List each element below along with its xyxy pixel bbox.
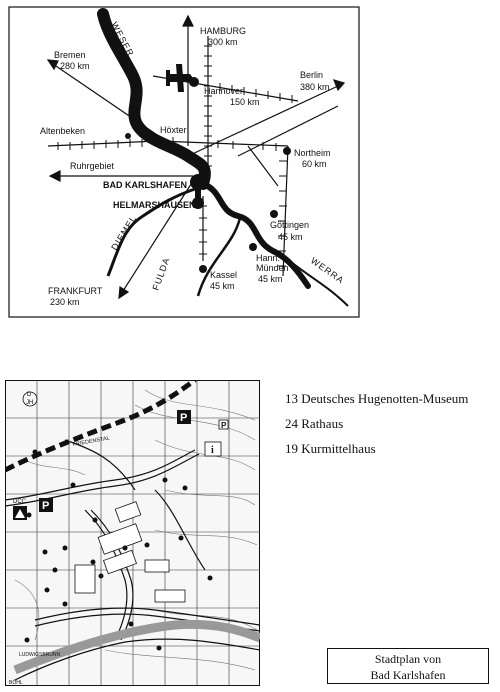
dh-label: D (27, 392, 32, 398)
arrow-frankfurt (118, 285, 130, 300)
label-muenden: Münden (256, 263, 289, 273)
region-map: HAMBURG 300 km Bremen 280 km Berlin 380 … (8, 6, 360, 318)
rail-ties (57, 45, 293, 267)
river-weser (13, 619, 260, 675)
label-helmarshausen: HELMARSHAUSEN (113, 200, 196, 210)
fulda-river (196, 217, 242, 297)
map-caption: Stadtplan von Bad Karlshafen (327, 648, 489, 684)
diemel-river (106, 186, 199, 277)
label-goettingen: Göttingen (270, 220, 309, 230)
city-map: FRIEDENSTAL LUDWIGSBRUNN BÖHL P P P DCC … (5, 380, 260, 686)
region-map-frame (8, 6, 360, 318)
railway-line (5, 380, 197, 473)
camping-icon (13, 506, 27, 520)
label-bremen: Bremen (54, 50, 86, 60)
arrow-bremen (46, 59, 59, 71)
roads (5, 439, 260, 681)
parking-marker-1: P (177, 410, 191, 424)
label-frankfurt: FRANKFURT (48, 286, 103, 296)
werra-river (289, 260, 349, 307)
arrow-berlin (332, 79, 346, 92)
label-ruhrgebiet: Ruhrgebiet (70, 161, 115, 171)
caption-line-1: Stadtplan von (374, 652, 442, 666)
street-label-ludwigsbrunn: LUDWIGSBRUNN (19, 652, 61, 658)
karlshafen-link (195, 182, 201, 204)
street-label-boehl: BÖHL (9, 679, 23, 686)
airplane-icon (166, 64, 193, 92)
label-muenden-dist: 45 km (258, 274, 283, 284)
legend-item-hugenotten-museum: 13 Deutsches Hugenotten-Museum (285, 391, 469, 406)
label-bremen-dist: 280 km (60, 61, 90, 71)
label-kassel: Kassel (210, 270, 237, 280)
label-altenbeken: Altenbeken (40, 126, 85, 136)
dcc-label: DCC (13, 499, 27, 505)
arrow-north (182, 14, 194, 27)
label-hann: Hann. (256, 253, 280, 263)
label-frankfurt-dist: 230 km (50, 297, 80, 307)
label-berlin: Berlin (300, 70, 323, 80)
legend-item-kurmittelhaus: 19 Kurmittelhaus (285, 441, 376, 456)
label-hamburg-dist: 300 km (208, 37, 238, 47)
jh-label: JH (26, 400, 33, 406)
info-icon: i (204, 441, 222, 457)
svg-text:P: P (42, 500, 49, 512)
svg-text:i: i (211, 445, 214, 456)
label-kassel-dist: 45 km (210, 281, 235, 291)
label-northeim-dist: 60 km (302, 159, 327, 169)
caption-line-2: Bad Karlshafen (370, 668, 446, 682)
label-hannover: Hannover (204, 86, 243, 96)
svg-text:P: P (180, 412, 187, 424)
map-grid (5, 380, 260, 686)
weser-river (97, 8, 211, 190)
label-goettingen-dist: 45 km (278, 232, 303, 242)
contour-lines (14, 389, 258, 671)
parking-marker-3: P (218, 419, 229, 430)
direction-arrows (46, 14, 346, 300)
poi-legend: 13 Deutsches Hugenotten-Museum 24 Rathau… (285, 386, 497, 461)
label-northeim: Northeim (294, 148, 331, 158)
parking-marker-2: P (39, 498, 53, 512)
label-hoexter: Höxter (160, 125, 187, 135)
arrow-ruhr (48, 170, 61, 182)
label-berlin-dist: 380 km (300, 82, 330, 92)
weser-river-south (200, 181, 311, 289)
djh-marker (22, 391, 38, 407)
poi-markers (24, 449, 213, 651)
label-hamburg: HAMBURG (200, 26, 246, 36)
legend-item-rathaus: 24 Rathaus (285, 416, 344, 431)
label-hannover-dist: 150 km (230, 97, 260, 107)
label-bad-karlshafen: BAD KARLSHAFEN (103, 180, 187, 190)
svg-text:P: P (221, 421, 227, 430)
